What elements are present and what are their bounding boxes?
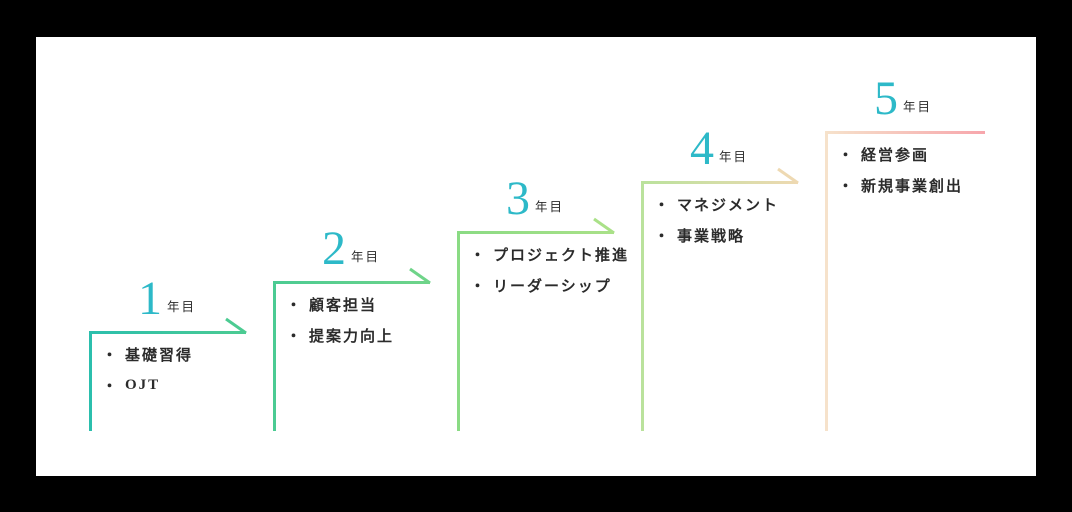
- step-item-text: マネジメント: [677, 197, 780, 214]
- bullet-dot-icon: ・: [470, 247, 488, 264]
- year-suffix-label: 年目: [903, 99, 933, 114]
- step-item: ・ OJT: [102, 376, 193, 395]
- step-item: ・マネジメント: [654, 196, 780, 214]
- step-item: ・顧客担当: [286, 296, 394, 314]
- arrowhead-icon: [225, 317, 247, 335]
- year-suffix-label: 年目: [535, 199, 565, 214]
- bullet-dot-icon: ・: [102, 378, 120, 395]
- step-items-4: ・マネジメント・事業戦略: [654, 196, 779, 258]
- step-item-text: 基礎習得: [125, 347, 194, 364]
- bullet-dot-icon: ・: [838, 178, 856, 195]
- step-items-1: ・基礎習得・OJT: [102, 346, 193, 408]
- bullet-dot-icon: ・: [286, 328, 304, 345]
- step-year-label-2: 2 年目: [322, 222, 381, 275]
- step-item-text: 経営参画: [861, 147, 930, 164]
- step-item-text: プロジェクト推進: [493, 247, 630, 264]
- step-item: ・経営参画: [838, 146, 963, 164]
- step-item: ・提案力向上: [286, 327, 395, 345]
- year-suffix-label: 年目: [167, 299, 197, 314]
- step-item-text: 提案力向上: [309, 328, 395, 345]
- step-items-2: ・顧客担当・提案力向上: [286, 296, 394, 358]
- step-number: 3: [506, 172, 530, 225]
- bullet-dot-icon: ・: [838, 147, 856, 164]
- step-line-5: [825, 131, 985, 431]
- step-item-text: 事業戦略: [677, 228, 746, 245]
- step-number: 5: [874, 72, 898, 125]
- step-year-label-4: 4 年目: [690, 122, 749, 175]
- step-year-label-3: 3 年目: [506, 172, 565, 225]
- year-suffix-label: 年目: [351, 249, 381, 264]
- step-number: 2: [322, 222, 346, 275]
- step-line-3: [457, 217, 615, 431]
- step-item-text: リーダーシップ: [493, 278, 612, 295]
- step-line-2: [273, 267, 431, 431]
- step-item-text: 顧客担当: [309, 297, 378, 314]
- year-suffix-label: 年目: [719, 149, 749, 164]
- step-item: ・リーダーシップ: [470, 277, 629, 295]
- arrowhead-icon: [593, 217, 615, 235]
- step-number: 4: [690, 122, 714, 175]
- arrowhead-icon: [777, 167, 799, 185]
- arrowhead-icon: [409, 267, 431, 285]
- bullet-dot-icon: ・: [654, 228, 672, 245]
- step-line-4: [641, 167, 799, 431]
- bullet-dot-icon: ・: [102, 347, 120, 364]
- step-line-1: [89, 317, 247, 431]
- staircase-lines: [89, 131, 985, 431]
- step-item: ・新規事業創出: [838, 177, 964, 195]
- step-item-text: 新規事業創出: [861, 178, 964, 195]
- step-item: ・基礎習得: [102, 346, 194, 364]
- step-items-5: ・経営参画・新規事業創出: [838, 146, 963, 208]
- bullet-dot-icon: ・: [654, 197, 672, 214]
- bullet-dot-icon: ・: [470, 278, 488, 295]
- step-number: 1: [138, 272, 162, 325]
- step-item: ・プロジェクト推進: [470, 246, 630, 264]
- step-item: ・事業戦略: [654, 227, 779, 245]
- step-year-label-1: 1 年目: [138, 272, 197, 325]
- bullet-dot-icon: ・: [286, 297, 304, 314]
- step-items-3: ・プロジェクト推進・リーダーシップ: [470, 246, 629, 308]
- step-item-text: OJT: [125, 376, 161, 393]
- step-year-label-5: 5 年目: [874, 72, 933, 125]
